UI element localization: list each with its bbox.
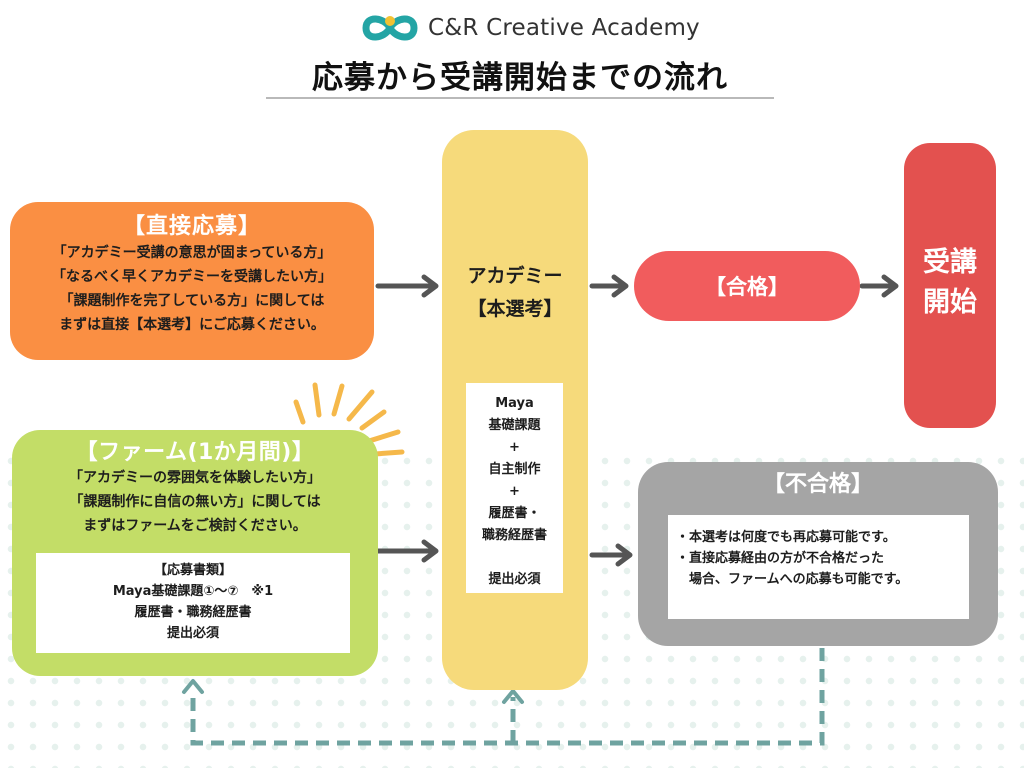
highlight-ray [346, 389, 375, 422]
direct-text-line: まずは直接【本選考】にご応募ください。 [59, 317, 325, 333]
retry-path-to-farm [190, 648, 825, 746]
title-divider [266, 97, 774, 99]
academy-subheading: 【本選考】 [467, 298, 563, 320]
highlight-ray [366, 429, 401, 444]
direct-text-line: 「アカデミー受講の意思が固まっている方」 [52, 245, 332, 261]
fail-note: ・本選考は何度でも再応募可能です。 [676, 530, 896, 545]
infinity-logo-icon [362, 15, 418, 41]
retry-arrow-head-academy [502, 689, 524, 704]
documents-item: 履歴書・職務経歴書 [134, 605, 252, 620]
highlight-ray [293, 399, 306, 425]
documents-required: 提出必須 [166, 626, 219, 641]
requirement-plus: + [509, 484, 520, 499]
course-start-box: 受講 開始 [904, 143, 996, 428]
documents-item: Maya基礎課題①〜⑦ ※1 [112, 584, 274, 599]
pass-label: 【合格】 [705, 275, 789, 299]
direct-text-line: 「なるべく早くアカデミーを受講したい方」 [52, 269, 332, 285]
fail-note: ・直接応募経由の方が不合格だった [676, 551, 885, 566]
direct-application-box: 【直接応募】 「アカデミー受講の意思が固まっている方」 「なるべく早くアカデミー… [10, 202, 374, 360]
requirement-plus: + [509, 440, 520, 455]
course-start-line: 受講 [923, 247, 977, 278]
farm-box: 【ファーム(1か月間)】 「アカデミーの雰囲気を体験したい方」 「課題制作に自信… [12, 430, 378, 676]
retry-loop [190, 648, 825, 746]
arrow-head [421, 539, 439, 563]
fail-heading: 【不合格】 [762, 472, 873, 497]
farm-heading: 【ファーム(1か月間)】 [75, 440, 315, 465]
fail-note: 場合、ファームへの応募も可能です。 [676, 572, 909, 587]
brand: C&R Creative Academy [362, 8, 700, 48]
academy-selection-box: アカデミー 【本選考】 Maya 基礎課題 + 自主制作 + 履歴書・ 職務経歴… [442, 130, 588, 690]
farm-text-line: 「課題制作に自信の無い方」に関しては [69, 494, 321, 510]
course-start-line: 開始 [923, 287, 977, 318]
brand-name: C&R Creative Academy [428, 15, 700, 41]
arrow-head [615, 543, 633, 567]
arrow-head [881, 274, 899, 298]
highlight-rays [293, 382, 405, 457]
direct-text-line: 「課題制作を完了している方」に関しては [59, 293, 325, 309]
requirement-spacer [466, 547, 563, 569]
arrow-head [421, 274, 439, 298]
documents-heading: 【応募書類】 [153, 563, 232, 578]
highlight-ray [372, 449, 405, 457]
requirement-item: 基礎課題 [488, 418, 541, 433]
fail-box: 【不合格】 ・本選考は何度でも再応募可能です。 ・直接応募経由の方が不合格だった… [638, 462, 998, 646]
requirement-item: 自主制作 [488, 462, 541, 477]
requirement-item: 職務経歴書 [481, 528, 547, 543]
highlight-ray [312, 382, 322, 418]
highlight-ray [359, 409, 387, 431]
academy-requirements-panel: Maya 基礎課題 + 自主制作 + 履歴書・ 職務経歴書 提出必須 [466, 383, 563, 593]
direct-application-heading: 【直接応募】 [122, 214, 261, 239]
requirement-item: Maya [495, 396, 534, 411]
academy-heading: アカデミー [467, 265, 563, 287]
arrow-head [611, 274, 629, 298]
application-documents-panel: 【応募書類】 Maya基礎課題①〜⑦ ※1 履歴書・職務経歴書 提出必須 [36, 553, 350, 653]
farm-text-line: まずはファームをご検討ください。 [83, 518, 307, 534]
farm-text-line: 「アカデミーの雰囲気を体験したい方」 [69, 470, 321, 486]
pass-box: 【合格】 [634, 251, 860, 321]
requirement-item: 履歴書・ [488, 506, 541, 521]
requirement-required: 提出必須 [488, 572, 541, 587]
highlight-ray [331, 383, 345, 417]
page-title: 応募から受講開始までの流れ [312, 60, 728, 96]
retry-arrow-head-farm [182, 679, 204, 694]
fail-notes-panel: ・本選考は何度でも再応募可能です。 ・直接応募経由の方が不合格だった 場合、ファ… [668, 515, 969, 619]
